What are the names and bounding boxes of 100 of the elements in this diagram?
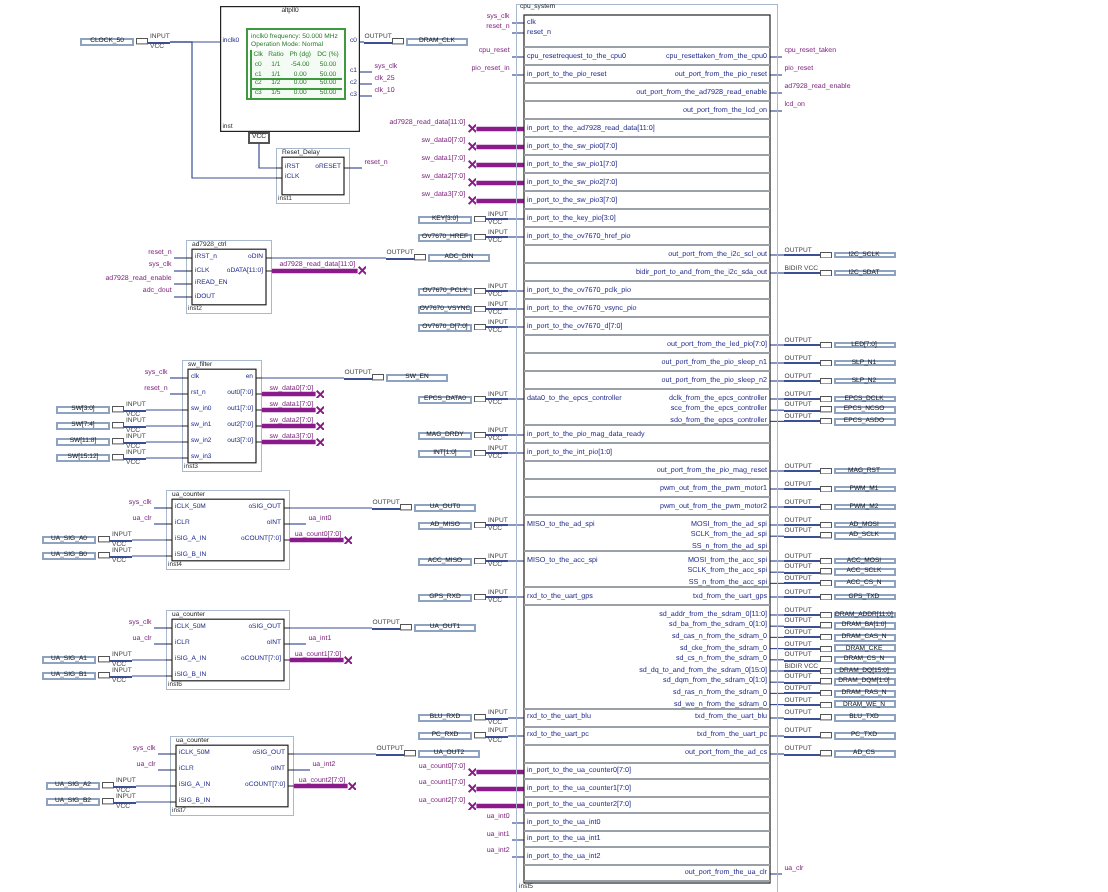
port-row [524, 444, 770, 462]
wire [359, 83, 373, 85]
port-row [524, 264, 770, 282]
wire [131, 555, 167, 557]
wire [511, 822, 525, 824]
cross-mark-icon [467, 124, 477, 134]
port-row [524, 848, 770, 865]
wire [511, 22, 525, 24]
port-row [524, 588, 770, 606]
cross-mark-icon [315, 389, 325, 399]
wire [507, 452, 525, 454]
port-row [524, 831, 770, 848]
cross-mark-icon [467, 784, 477, 794]
cross-mark-icon [467, 178, 477, 188]
wire [169, 377, 183, 379]
port-row [524, 763, 770, 780]
port-row [524, 426, 770, 444]
wire [289, 643, 307, 645]
port-row [524, 300, 770, 318]
cross-mark-icon [467, 801, 477, 811]
wire [145, 425, 183, 427]
port-row [524, 745, 770, 763]
port-row [524, 246, 770, 264]
wire [153, 627, 167, 629]
cross-mark-icon [343, 535, 353, 545]
wire [769, 74, 783, 76]
port-row [524, 727, 770, 745]
wire [289, 627, 373, 629]
wire [173, 270, 187, 272]
port-row [524, 480, 770, 498]
wire [157, 769, 171, 771]
wire [769, 535, 785, 537]
wire [769, 362, 785, 364]
port-row [524, 462, 770, 480]
wire [769, 524, 785, 526]
bus-wire [476, 180, 524, 186]
port-row [524, 390, 770, 426]
wire [769, 506, 785, 508]
port-row [524, 192, 770, 210]
wire [511, 32, 525, 34]
wire [271, 257, 387, 259]
wire [289, 523, 307, 525]
wire [769, 272, 785, 274]
wire [769, 254, 785, 256]
wire [511, 839, 525, 841]
wire [769, 659, 785, 661]
port-row [524, 498, 770, 516]
bus-wire [294, 783, 348, 789]
port-row [524, 14, 770, 48]
wire [173, 296, 187, 298]
port-row [524, 102, 770, 120]
wire [769, 717, 785, 719]
wire [507, 236, 525, 238]
wire [769, 398, 785, 400]
wire [507, 434, 525, 436]
wire [769, 571, 785, 573]
wire [153, 643, 167, 645]
port-row [524, 552, 770, 588]
wire [169, 41, 277, 179]
wire [157, 753, 171, 755]
bus-wire [476, 803, 524, 809]
wire [507, 398, 525, 400]
port-row [524, 174, 770, 192]
wire [359, 95, 373, 97]
port-row [524, 814, 770, 831]
port-row [524, 120, 770, 138]
bus-wire [262, 439, 316, 445]
wire [153, 523, 167, 525]
port-row [524, 516, 770, 552]
wire [769, 488, 785, 490]
bus-wire [262, 407, 316, 413]
bus-wire [476, 162, 524, 168]
cross-mark-icon [467, 767, 477, 777]
wire [507, 735, 525, 737]
port-row [524, 709, 770, 727]
port-row [524, 372, 770, 390]
wire [769, 470, 785, 472]
cross-mark-icon [315, 421, 325, 431]
wire [511, 856, 525, 858]
wire [511, 56, 525, 58]
wire [769, 614, 785, 616]
wire [507, 524, 525, 526]
cross-mark-icon [357, 266, 367, 276]
bus-wire [262, 391, 316, 397]
wire [769, 56, 783, 58]
cross-mark-icon [343, 655, 353, 665]
bus-wire [290, 537, 344, 543]
wire [261, 377, 345, 379]
wire [769, 681, 785, 683]
bus-wire [290, 657, 344, 663]
wire [507, 308, 525, 310]
wire [258, 143, 277, 169]
bus-wire [476, 198, 524, 204]
cross-mark-icon [315, 437, 325, 447]
port-row [524, 228, 770, 246]
wire [507, 560, 525, 562]
port-row [524, 282, 770, 300]
port-row [524, 138, 770, 156]
wire [507, 717, 525, 719]
port-row [524, 84, 770, 102]
